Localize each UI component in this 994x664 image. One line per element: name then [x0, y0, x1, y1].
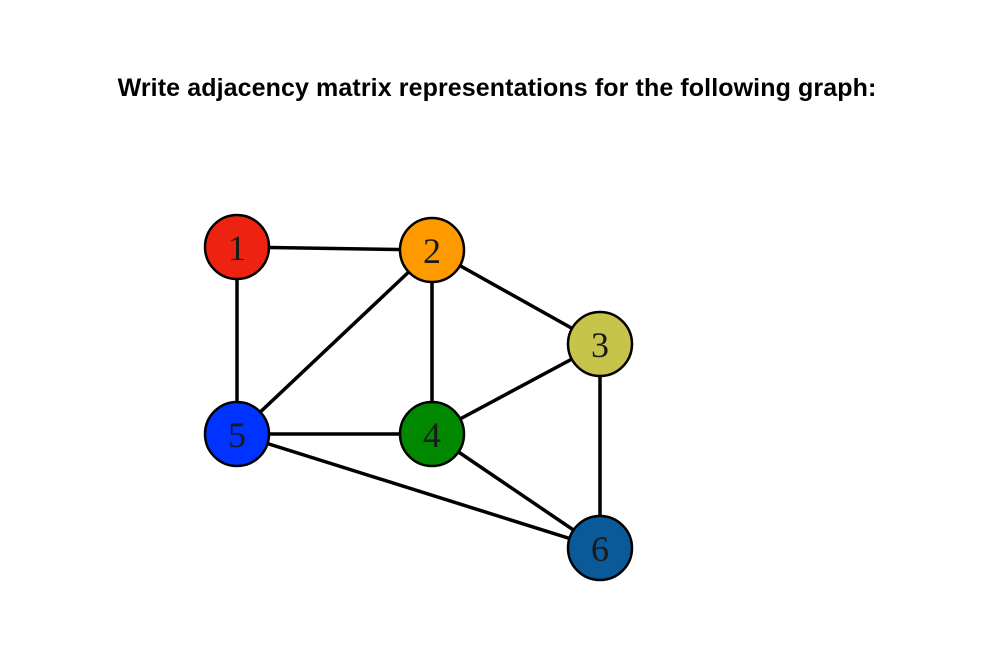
node-1: 1: [203, 213, 271, 281]
node-3: 3: [566, 310, 634, 378]
node-label-6: 6: [591, 529, 609, 569]
node-circle-3: [566, 310, 634, 378]
node-label-5: 5: [228, 415, 246, 455]
edge-5-6: [235, 432, 602, 550]
node-label-3: 3: [591, 325, 609, 365]
node-circle-2: [398, 216, 466, 284]
node-circle-6: [566, 514, 634, 582]
edges-layer: [235, 245, 602, 550]
node-label-1: 1: [228, 228, 246, 268]
node-circle-1: [203, 213, 271, 281]
node-circle-5: [203, 400, 271, 468]
question-title: Write adjacency matrix representations f…: [117, 74, 877, 102]
node-5: 5: [203, 400, 271, 468]
node-4: 4: [398, 400, 466, 468]
node-circle-4: [398, 400, 466, 468]
edge-2-5: [235, 248, 434, 436]
nodes-layer: 1 2 3 4 5 6: [203, 213, 634, 582]
node-2: 2: [398, 216, 466, 284]
node-label-2: 2: [423, 231, 441, 271]
node-6: 6: [566, 514, 634, 582]
edge-4-6: [430, 432, 602, 550]
node-label-4: 4: [423, 415, 441, 455]
